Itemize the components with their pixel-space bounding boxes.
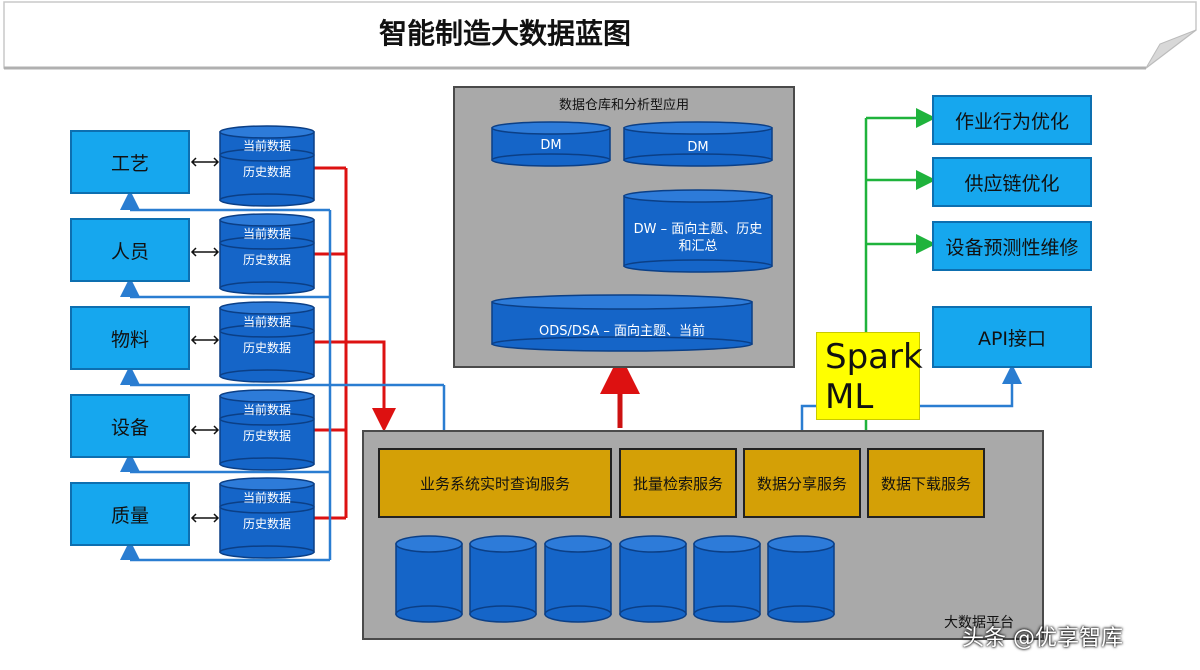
- storage-cylinder: [544, 535, 612, 623]
- ods-cylinder: [491, 294, 753, 352]
- db-history-label: 历史数据: [242, 517, 291, 531]
- storage-cylinder: [693, 535, 761, 623]
- source-db-arrows: [190, 157, 220, 523]
- app-predictive-maintenance[interactable]: 设备预测性维修: [932, 221, 1092, 271]
- query-return-lines: [120, 190, 446, 562]
- app-label: API接口: [977, 327, 1047, 350]
- app-label: 作业行为优化: [954, 110, 1069, 133]
- source-label: 质量: [110, 504, 149, 527]
- warehouse-title: 数据仓库和分析型应用: [558, 98, 689, 113]
- app-label: 供应链优化: [964, 172, 1060, 195]
- db-history-label: 历史数据: [242, 341, 291, 355]
- service-label: 批量检索服务: [632, 474, 723, 493]
- ods-label: ODS/DSA – 面向主题、当前: [538, 324, 706, 339]
- storage-cylinder: [767, 535, 835, 623]
- dm2-label: DM: [687, 140, 709, 155]
- dw-label: DW – 面向主题、历史和汇总: [633, 222, 763, 254]
- db-current-label: 当前数据: [242, 227, 291, 241]
- db-stack-quality: [219, 477, 315, 559]
- platform-label: 大数据平台: [944, 615, 1014, 631]
- db-current-label: 当前数据: [242, 403, 291, 417]
- source-label: 人员: [110, 240, 149, 263]
- dm1-label: DM: [540, 138, 562, 153]
- watermark: 头条 @优享智库: [962, 626, 1123, 651]
- source-label: 物料: [110, 328, 149, 351]
- page-title: 智能制造大数据蓝图: [378, 17, 631, 50]
- app-label: 设备预测性维修: [945, 236, 1079, 259]
- service-label: 业务系统实时查询服务: [419, 474, 570, 493]
- app-supply-chain[interactable]: 供应链优化: [932, 157, 1092, 207]
- source-box-equipment[interactable]: 设备: [70, 394, 190, 458]
- service-label: 数据下载服务: [880, 474, 971, 493]
- db-current-label: 当前数据: [242, 315, 291, 329]
- source-label: 设备: [110, 416, 149, 439]
- source-box-material[interactable]: 物料: [70, 306, 190, 370]
- app-api-interface[interactable]: API接口: [932, 306, 1092, 368]
- storage-cylinder: [395, 535, 463, 623]
- title-bar: [0, 0, 1200, 72]
- source-box-personnel[interactable]: 人员: [70, 218, 190, 282]
- source-box-quality[interactable]: 质量: [70, 482, 190, 546]
- service-batch-search[interactable]: 批量检索服务: [619, 448, 737, 518]
- db-stack-craft: [219, 125, 315, 207]
- storage-cylinder: [469, 535, 537, 623]
- app-work-behavior[interactable]: 作业行为优化: [932, 95, 1092, 145]
- service-label: 数据分享服务: [756, 474, 847, 493]
- service-data-download[interactable]: 数据下载服务: [867, 448, 985, 518]
- db-current-label: 当前数据: [242, 139, 291, 153]
- db-stack-equipment: [219, 389, 315, 471]
- db-history-label: 历史数据: [242, 429, 291, 443]
- source-box-craft[interactable]: 工艺: [70, 130, 190, 194]
- spark-ml-box: Spark ML: [816, 332, 923, 420]
- db-history-label: 历史数据: [242, 253, 291, 267]
- dw-cylinder: [623, 189, 773, 273]
- db-stack-material: [219, 301, 315, 383]
- dm1-cylinder: [491, 121, 611, 167]
- service-data-share[interactable]: 数据分享服务: [743, 448, 861, 518]
- service-realtime-query[interactable]: 业务系统实时查询服务: [378, 448, 612, 518]
- db-history-label: 历史数据: [242, 165, 291, 179]
- dm2-cylinder: [623, 121, 773, 167]
- db-stack-personnel: [219, 213, 315, 295]
- storage-cylinder: [619, 535, 687, 623]
- title-bar-shape: [3, 1, 1197, 70]
- db-current-label: 当前数据: [242, 491, 291, 505]
- source-label: 工艺: [110, 152, 149, 175]
